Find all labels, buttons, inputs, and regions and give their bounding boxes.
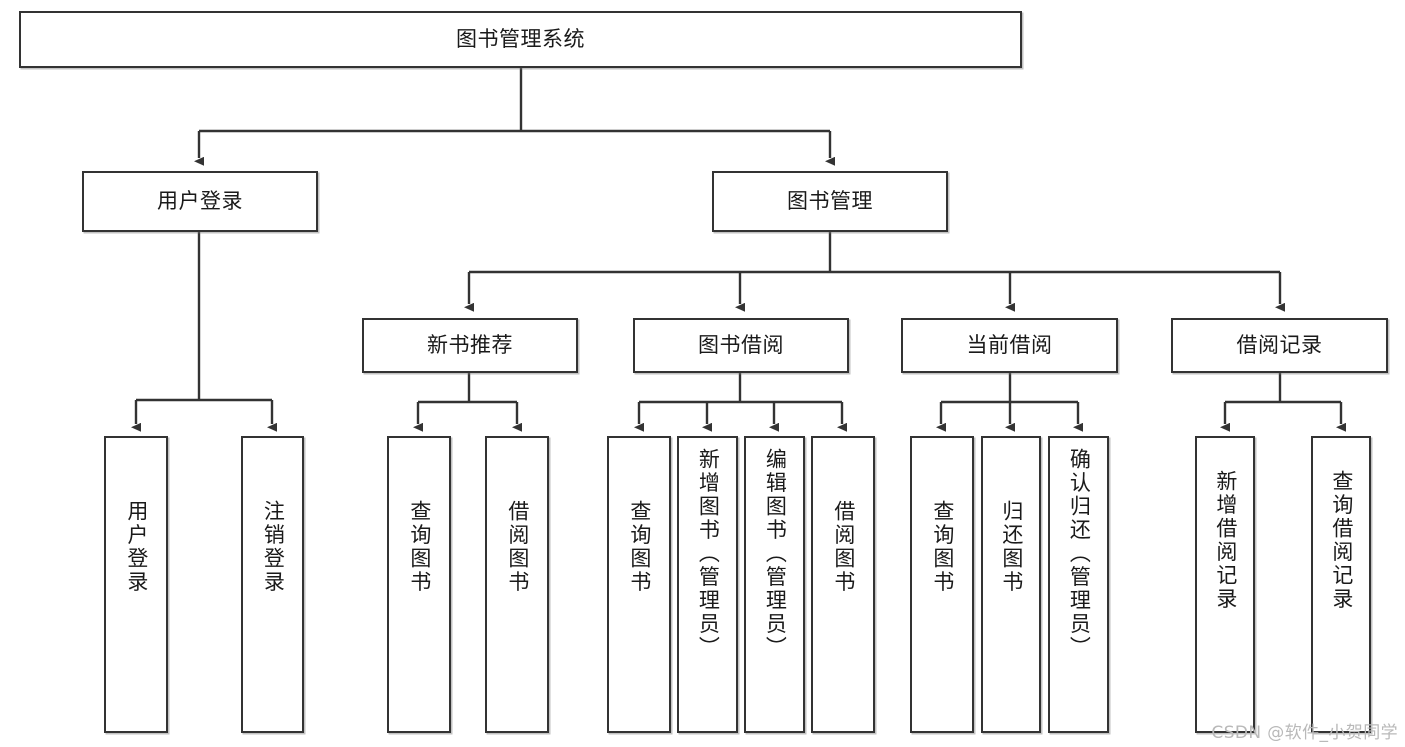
leaf-query-book-borrow[interactable]: 查询图书 — [607, 436, 671, 733]
node-root-book-management-system[interactable]: 图书管理系统 — [19, 11, 1022, 68]
leaf-add-borrow-record[interactable]: 新增借阅记录 — [1195, 436, 1255, 733]
node-label: 查询图书 — [627, 500, 652, 594]
node-label: 用户登录 — [124, 500, 149, 594]
leaf-edit-book-admin[interactable]: 编辑图书（管理员） — [744, 436, 805, 733]
node-label: 确认归还（管理员） — [1067, 448, 1092, 660]
node-label: 用户登录 — [157, 189, 243, 214]
node-borrow-record[interactable]: 借阅记录 — [1171, 318, 1388, 373]
leaf-borrow-book-recommend[interactable]: 借阅图书 — [485, 436, 549, 733]
leaf-add-book-admin[interactable]: 新增图书（管理员） — [677, 436, 738, 733]
node-label: 借阅图书 — [505, 500, 530, 594]
node-label: 借阅记录 — [1236, 333, 1323, 358]
node-label: 新增借阅记录 — [1213, 470, 1238, 611]
node-book-management[interactable]: 图书管理 — [712, 171, 948, 232]
leaf-logout-login[interactable]: 注销登录 — [241, 436, 304, 733]
node-label: 新增图书（管理员） — [696, 448, 721, 660]
node-book-borrow[interactable]: 图书借阅 — [633, 318, 849, 373]
node-label: 查询图书 — [407, 500, 432, 594]
node-new-book-recommend[interactable]: 新书推荐 — [362, 318, 578, 373]
leaf-user-login[interactable]: 用户登录 — [104, 436, 168, 733]
node-current-borrow[interactable]: 当前借阅 — [901, 318, 1118, 373]
node-label: 新书推荐 — [427, 333, 513, 358]
node-label: 注销登录 — [261, 500, 286, 594]
node-label: 图书管理系统 — [456, 27, 585, 52]
leaf-query-borrow-record[interactable]: 查询借阅记录 — [1311, 436, 1371, 733]
node-label: 当前借阅 — [966, 333, 1053, 358]
node-user-login[interactable]: 用户登录 — [82, 171, 318, 232]
node-label: 编辑图书（管理员） — [763, 448, 788, 660]
node-label: 归还图书 — [999, 500, 1024, 594]
node-label: 借阅图书 — [831, 500, 856, 594]
leaf-query-book-current[interactable]: 查询图书 — [910, 436, 974, 733]
leaf-borrow-book-borrow[interactable]: 借阅图书 — [811, 436, 875, 733]
node-label: 图书管理 — [787, 189, 873, 214]
node-label: 图书借阅 — [698, 333, 784, 358]
node-label: 查询图书 — [930, 500, 955, 594]
csdn-watermark: CSDN @软件_小贺同学 — [1211, 723, 1398, 743]
node-label: 查询借阅记录 — [1329, 470, 1354, 611]
leaf-query-book-recommend[interactable]: 查询图书 — [387, 436, 451, 733]
leaf-return-book[interactable]: 归还图书 — [981, 436, 1041, 733]
leaf-confirm-return-admin[interactable]: 确认归还（管理员） — [1048, 436, 1109, 733]
